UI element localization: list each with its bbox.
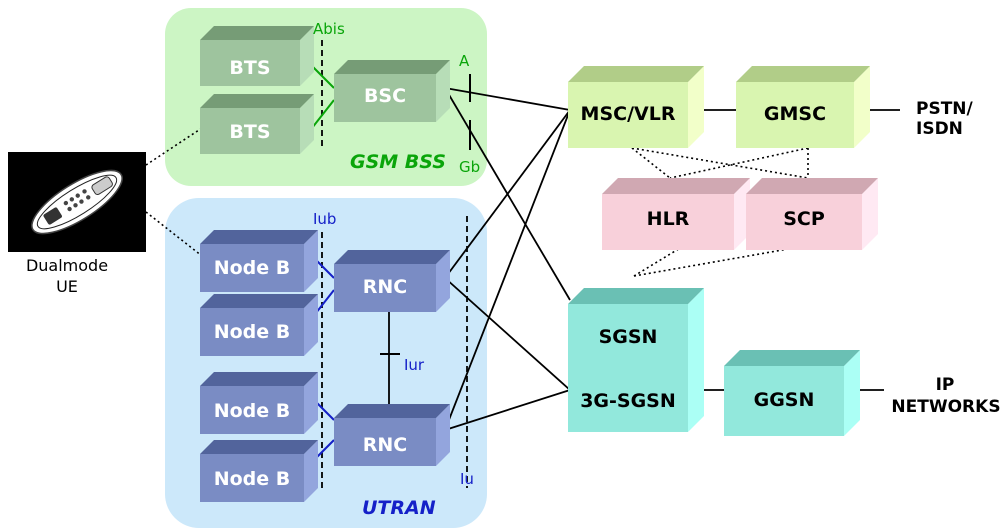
pstn-label-line1: PSTN/ <box>916 99 974 119</box>
msc-vlr-box-label: MSC/VLR <box>581 103 676 125</box>
rnc-2-box: RNC <box>334 404 450 466</box>
dualmode-ue-handset <box>8 152 146 252</box>
bts-1-box: BTS <box>200 26 314 86</box>
ue-label-line2: UE <box>56 277 78 296</box>
bsc-box: BSC <box>334 60 450 122</box>
bts-2-box-label: BTS <box>229 121 270 143</box>
sgsn-box-label-2: 3G-SGSN <box>580 390 676 412</box>
interface-label-iub: Iub <box>313 210 336 228</box>
sgsn-box: SGSN 3G-SGSN <box>568 288 704 432</box>
link-rnc1-msc <box>444 109 571 279</box>
scp-box: SCP <box>746 178 878 250</box>
node-b-4-box: Node B <box>200 440 318 502</box>
node-b-2-box-label: Node B <box>214 321 291 343</box>
interface-label-abis: Abis <box>313 20 345 38</box>
rnc-1-box-label: RNC <box>363 276 407 298</box>
hlr-box: HLR <box>602 178 750 250</box>
ip-label-line2: NETWORKS <box>891 397 1000 417</box>
bsc-box-label: BSC <box>364 85 406 107</box>
ggsn-box: GGSN <box>724 350 860 436</box>
ue-label-line1: Dualmode <box>26 256 108 275</box>
ip-label-line1: IP <box>936 375 955 395</box>
interface-label-a: A <box>459 52 470 70</box>
interface-label-iur: Iur <box>404 356 425 374</box>
node-b-1-box-label: Node B <box>214 257 291 279</box>
link-bsc-msc <box>444 87 571 111</box>
node-b-1-box: Node B <box>200 230 318 292</box>
pstn-label-line2: ISDN <box>916 119 963 139</box>
link-rnc2-msc <box>444 109 571 431</box>
link-rnc1-sgsn <box>444 277 571 391</box>
sgsn-box-label-1: SGSN <box>599 326 658 348</box>
signalling-lines <box>145 127 829 277</box>
node-b-3-box-label: Node B <box>214 400 291 422</box>
scp-box-label: SCP <box>783 208 825 230</box>
labels: GSM BSS UTRAN Abis A Gb Iub Iur Iu PSTN/… <box>26 20 1001 519</box>
msc-vlr-box: MSC/VLR <box>568 66 704 148</box>
gmsc-box-label: GMSC <box>764 103 826 125</box>
bts-1-box-label: BTS <box>229 57 270 79</box>
gsm-bss-label: GSM BSS <box>350 151 446 173</box>
link-rnc2-sgsn <box>444 389 571 431</box>
interface-label-iu: Iu <box>460 470 474 488</box>
hlr-box-label: HLR <box>647 208 690 230</box>
node-b-4-box-label: Node B <box>214 468 291 490</box>
ggsn-box-label: GGSN <box>754 389 815 411</box>
utran-label: UTRAN <box>362 497 436 519</box>
node-b-2-box: Node B <box>200 294 318 356</box>
bts-2-box: BTS <box>200 94 314 154</box>
connections <box>388 87 900 431</box>
gmsc-box: GMSC <box>736 66 870 148</box>
node-b-3-box: Node B <box>200 372 318 434</box>
rnc-2-box-label: RNC <box>363 434 407 456</box>
rnc-1-box: RNC <box>334 250 450 312</box>
interface-label-gb: Gb <box>459 158 480 176</box>
